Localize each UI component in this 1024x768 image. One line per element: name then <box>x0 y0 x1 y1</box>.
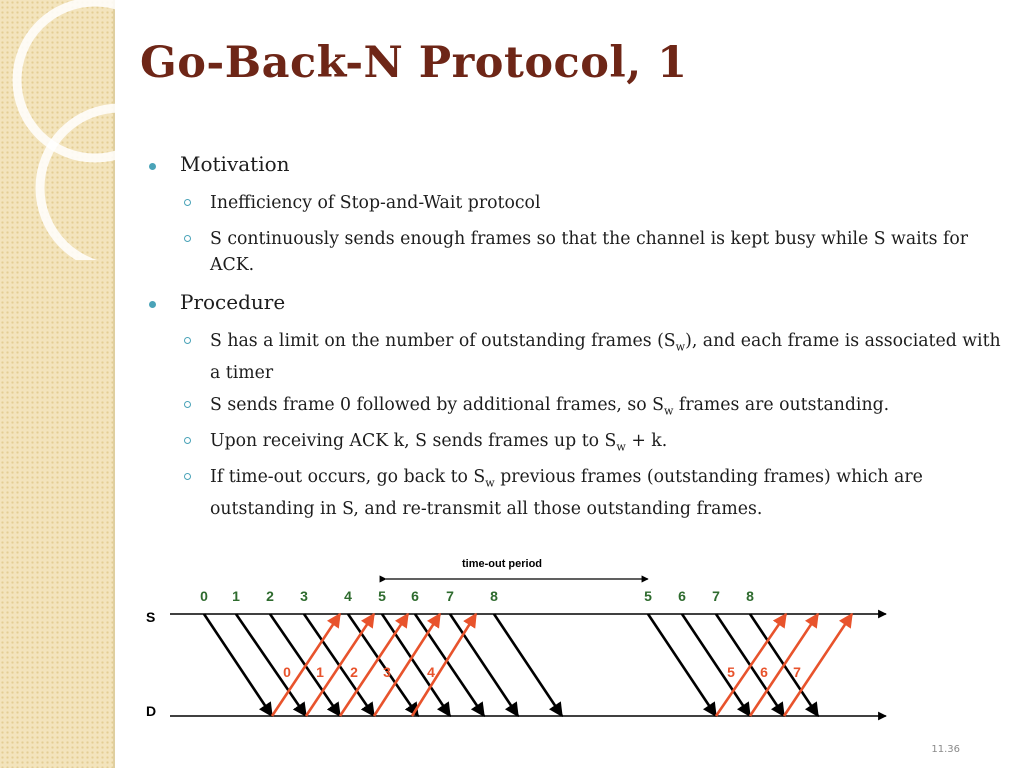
sidebar-divider <box>113 0 115 768</box>
slide-title: Go-Back-N Protocol, 1 <box>140 38 688 88</box>
sub-bullet-circle <box>184 437 191 444</box>
ack-arrow <box>714 612 788 717</box>
sub-bullet-circle <box>184 199 191 206</box>
ack-number-label: 6 <box>760 664 768 680</box>
ack-arrow <box>748 612 820 717</box>
bullet-dot <box>149 301 156 308</box>
frame-arrow <box>346 613 420 718</box>
frame-number-label: 4 <box>344 588 352 604</box>
decorative-sidebar <box>0 0 113 768</box>
procedure-item-4: If time-out occurs, go back to Sw previo… <box>210 467 923 520</box>
ack-arrow <box>782 612 854 717</box>
procedure-item-1: S has a limit on the number of outstandi… <box>210 331 1001 384</box>
page-number: 11.36 <box>931 744 960 755</box>
procedure-item-2: S sends frame 0 followed by additional f… <box>210 395 890 418</box>
decorative-rings <box>12 0 170 260</box>
sub-bullet-circle <box>184 401 191 408</box>
frame-number-label: 6 <box>678 588 686 604</box>
frame-number-label: 5 <box>644 588 652 604</box>
bullet-procedure: Procedure <box>180 290 286 314</box>
frame-number-label: 6 <box>411 588 419 604</box>
frame-number-label: 1 <box>232 588 240 604</box>
frame-number-label: 0 <box>200 588 208 604</box>
frame-number-label: 8 <box>746 588 754 604</box>
ack-number-label: 4 <box>427 664 435 680</box>
bullet-dot <box>149 163 156 170</box>
motivation-item-2: S continuously sends enough frames so th… <box>210 229 969 275</box>
frame-number-label: 8 <box>490 588 498 604</box>
timeout-period-label: time-out period <box>462 558 542 570</box>
frame-arrow <box>680 613 752 718</box>
frame-arrow <box>448 613 520 718</box>
motivation-item-1: Inefficiency of Stop-and-Wait protocol <box>210 193 541 213</box>
frame-number-label: 3 <box>300 588 308 604</box>
ack-number-label: 7 <box>793 664 801 680</box>
ack-arrow <box>410 612 478 717</box>
sender-label: S <box>146 609 155 625</box>
sub-bullet-circle <box>184 337 191 344</box>
ack-arrow <box>338 612 410 717</box>
frame-arrow <box>234 613 308 718</box>
frame-number-label: 2 <box>266 588 274 604</box>
ack-number-label: 2 <box>350 664 358 680</box>
ack-arrow <box>304 612 376 717</box>
procedure-item-3: Upon receiving ACK k, S sends frames up … <box>210 431 668 454</box>
frame-arrow <box>202 613 274 718</box>
ack-arrow <box>372 612 442 717</box>
frame-number-label: 7 <box>712 588 720 604</box>
bullet-motivation: Motivation <box>180 152 290 176</box>
ack-arrow <box>270 612 342 717</box>
ack-number-label: 5 <box>727 664 735 680</box>
receiver-label: D <box>146 703 156 719</box>
ack-number-label: 1 <box>316 664 324 680</box>
frame-number-label: 7 <box>446 588 454 604</box>
ack-number-label: 0 <box>283 664 291 680</box>
frame-arrow <box>492 613 564 718</box>
sub-bullet-circle <box>184 235 191 242</box>
frame-arrow <box>646 613 718 718</box>
sub-bullet-circle <box>184 473 191 480</box>
frame-arrow <box>413 613 486 718</box>
ack-number-label: 3 <box>383 664 391 680</box>
frame-arrow <box>380 613 452 718</box>
frame-number-label: 5 <box>378 588 386 604</box>
